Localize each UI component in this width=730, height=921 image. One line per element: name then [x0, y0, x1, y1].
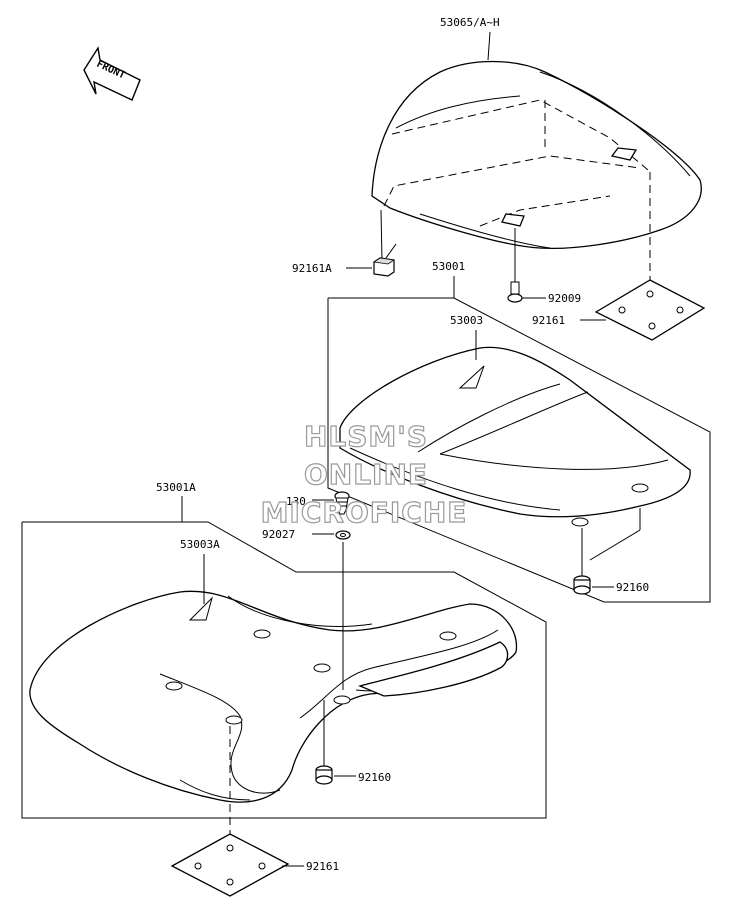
label-damper-front: 92160: [358, 771, 391, 784]
watermark: HLSM'S ONLINE MICROFICHE: [260, 419, 468, 529]
seat-cover-part: [371, 60, 702, 249]
label-pad-upper: 92161: [532, 314, 565, 327]
watermark-line3: MICROFICHE: [261, 496, 468, 529]
label-seat-front-pan: 53003A: [180, 538, 220, 551]
label-seat-rear: 53001: [432, 260, 465, 273]
bolt-92009-part: [507, 281, 523, 303]
watermark-line2: ONLINE: [304, 458, 428, 491]
label-seat-front: 53001A: [156, 481, 196, 494]
label-pad-lower: 92161: [306, 860, 339, 873]
seat-front-assembly-frame: [21, 521, 547, 819]
pad-92161a-part: [372, 257, 396, 277]
seat-rear-part: [339, 346, 691, 527]
front-arrow-icon: FRONT: [83, 46, 141, 101]
label-seat-rear-pan: 53003: [450, 314, 483, 327]
watermark-line1: HLSM'S: [304, 420, 428, 453]
damper-92160-rear-part: [573, 575, 591, 595]
seat-front-part: [29, 590, 518, 803]
pad-92161-lower-part: [170, 833, 290, 897]
collar-92027-part: [335, 530, 351, 540]
bolt-130-part: [334, 491, 350, 515]
label-bolt-front: 130: [286, 495, 306, 508]
damper-92160-front-part: [315, 765, 333, 785]
label-bolt-upper: 92009: [548, 292, 581, 305]
pad-92161-upper-part: [594, 279, 706, 341]
label-seat-cover: 53065/A~H: [440, 16, 500, 29]
label-damper-rear: 92160: [616, 581, 649, 594]
label-pad-a-upper: 92161A: [292, 262, 332, 275]
label-collar: 92027: [262, 528, 295, 541]
